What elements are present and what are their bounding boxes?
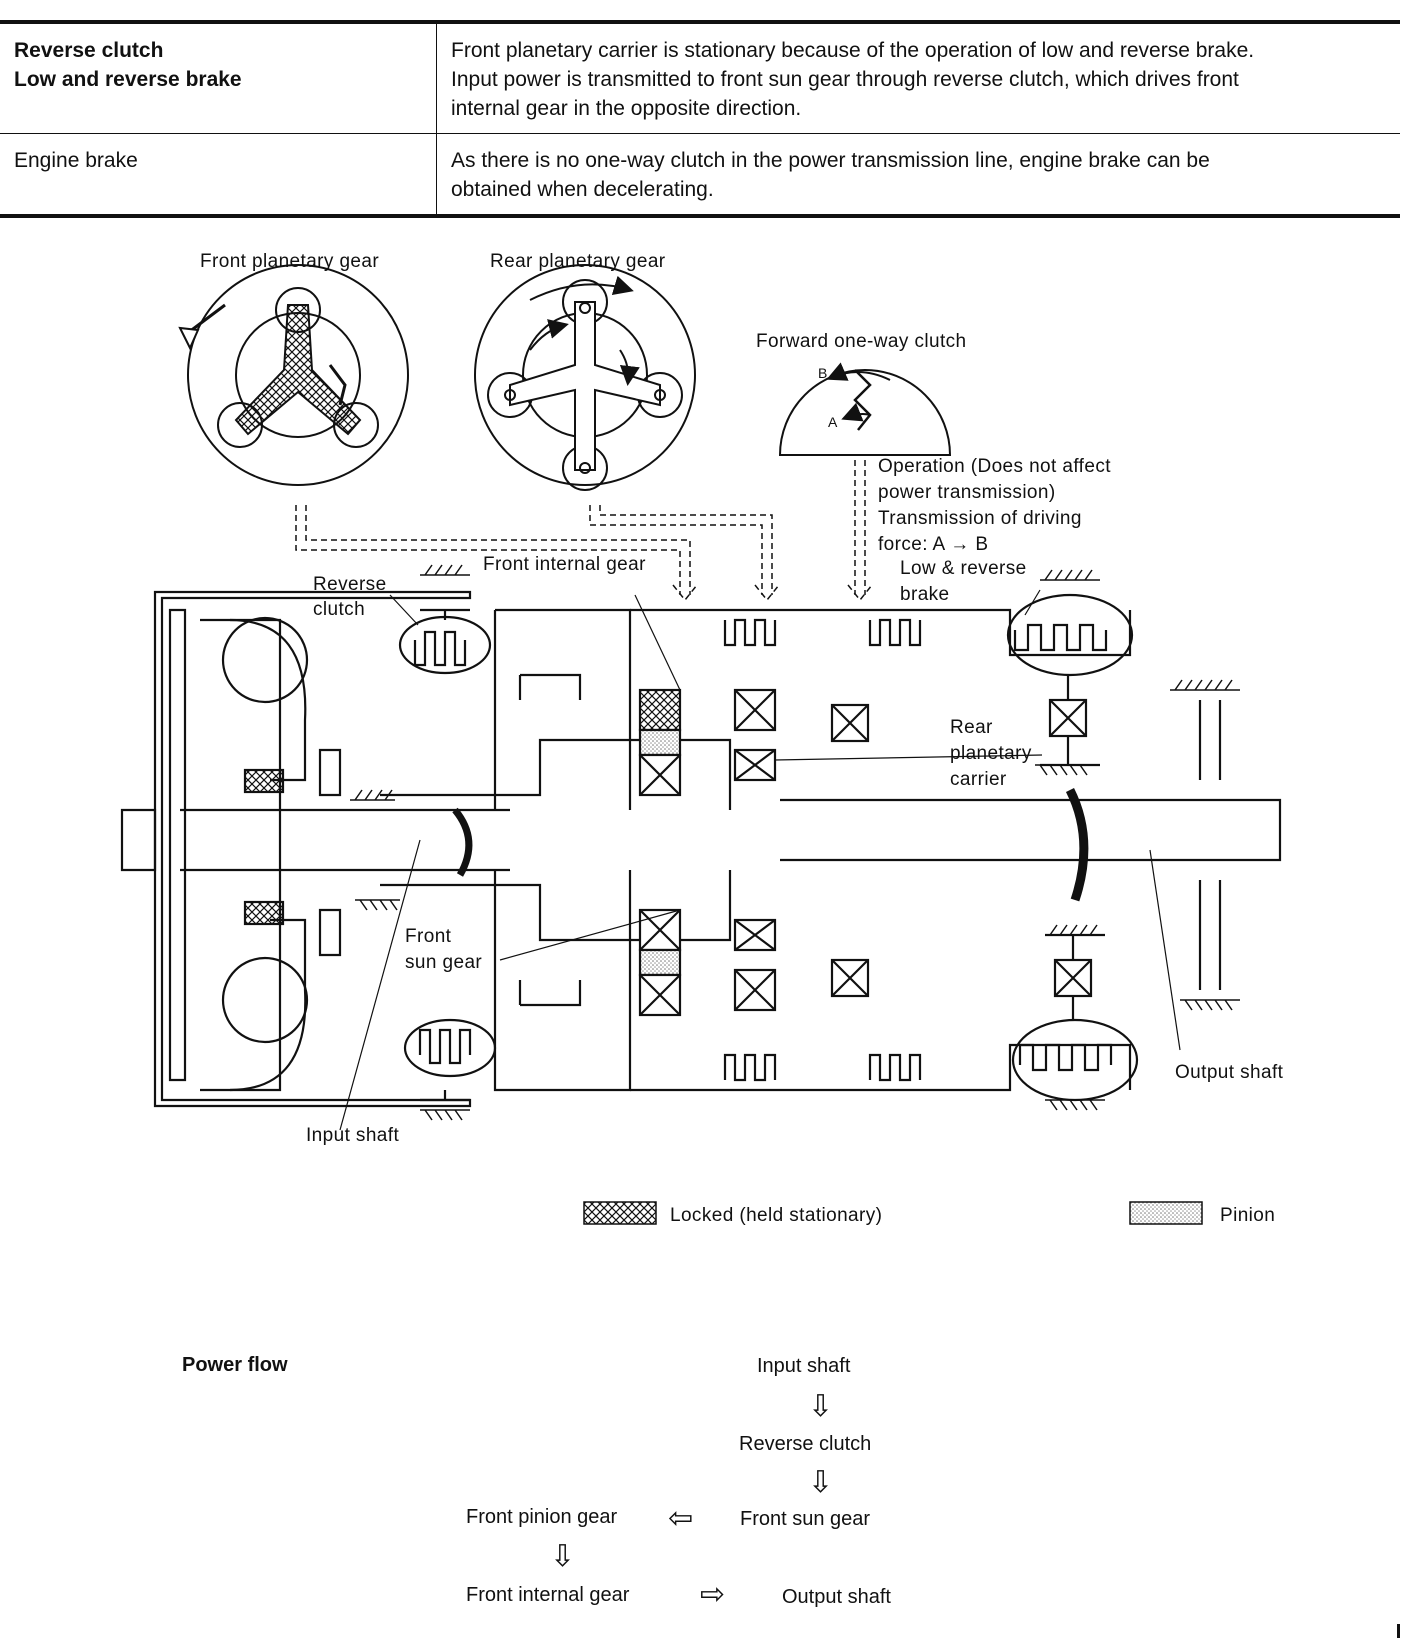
row1-left-line2: Low and reverse brake [14, 68, 242, 91]
operation-note-line3: Transmission of driving [878, 508, 1082, 529]
operation-note-line1: Operation (Does not affect [878, 456, 1111, 477]
row2-left-cell: Engine brake [0, 133, 437, 216]
operation-table: Reverse clutch Low and reverse brake Fro… [0, 20, 1400, 218]
transmission-diagram: Front planetary gear Rear planetary gear… [120, 251, 1284, 1226]
left-arrow-icon: ⇦ [668, 1501, 694, 1536]
operation-note-line2: power transmission) [878, 482, 1056, 503]
front-sun-gear-label-line2: sun gear [405, 952, 482, 973]
table-row: Reverse clutch Low and reverse brake Fro… [0, 22, 1400, 134]
rear-planetary-gear-illustration [474, 264, 696, 491]
clutch-point-a: A [828, 414, 838, 430]
locked-legend-label: Locked (held stationary) [670, 1205, 882, 1226]
flow-front-pinion-gear: Front pinion gear [466, 1506, 618, 1528]
input-shaft-label: Input shaft [306, 1125, 399, 1146]
front-planetary-gear-illustration [178, 264, 409, 486]
transmission-schematic [120, 564, 1282, 1131]
flow-front-internal-gear: Front internal gear [466, 1584, 630, 1606]
rear-planetary-carrier-label-line3: carrier [950, 769, 1007, 790]
pinion-legend-label: Pinion [1220, 1205, 1275, 1226]
locked-legend-swatch [583, 1201, 657, 1225]
row2-right-cell: As there is no one-way clutch in the pow… [436, 133, 1400, 216]
flow-output-shaft: Output shaft [782, 1586, 891, 1608]
row2-left-line1: Engine brake [14, 149, 138, 172]
clutch-point-b: B [818, 365, 828, 381]
right-arrow-icon: ⇨ [700, 1577, 726, 1612]
row1-left-cell: Reverse clutch Low and reverse brake [0, 22, 437, 134]
forward-one-way-clutch-label: Forward one-way clutch [756, 331, 967, 352]
down-arrow-icon: ⇩ [550, 1539, 576, 1574]
power-flow-title: Power flow [182, 1354, 288, 1376]
low-reverse-brake-label-line2: brake [900, 584, 950, 605]
row2-right-line1: As there is no one-way clutch in the pow… [451, 149, 1210, 172]
front-planetary-gear-label: Front planetary gear [200, 251, 379, 272]
table-row: Engine brake As there is no one-way clut… [0, 133, 1400, 216]
reverse-clutch-label-line2: clutch [313, 599, 365, 620]
dashed-leaders [295, 460, 873, 602]
flow-front-sun-gear: Front sun gear [740, 1508, 871, 1530]
pinion-legend-swatch [1129, 1201, 1203, 1225]
down-arrow-icon: ⇩ [808, 1465, 834, 1500]
front-sun-gear-label-line1: Front [405, 926, 452, 947]
page-edge-mark [1397, 1624, 1400, 1638]
rear-planetary-carrier-label-line1: Rear [950, 717, 993, 738]
info-table-wrapper: Reverse clutch Low and reverse brake Fro… [0, 20, 1400, 218]
operation-note-line4: force: A → B [878, 534, 988, 555]
row1-right-cell: Front planetary carrier is stationary be… [437, 22, 1401, 134]
reverse-clutch-label-line1: Reverse [313, 574, 387, 595]
row1-right-line1: Front planetary carrier is stationary be… [451, 39, 1255, 62]
row1-left-line1: Reverse clutch [14, 39, 164, 62]
output-shaft-label: Output shaft [1175, 1062, 1284, 1083]
row1-right-line3: internal gear in the opposite direction. [451, 97, 802, 120]
row2-right-line2: obtained when decelerating. [451, 178, 714, 201]
rear-planetary-carrier-label-line2: planetary [950, 743, 1032, 764]
low-reverse-brake-label-line1: Low & reverse [900, 558, 1027, 579]
flow-reverse-clutch: Reverse clutch [739, 1433, 872, 1455]
rear-planetary-gear-label: Rear planetary gear [490, 251, 666, 272]
flow-input-shaft: Input shaft [757, 1355, 851, 1377]
forward-one-way-clutch-illustration [778, 362, 952, 456]
row1-right-line2: Input power is transmitted to front sun … [451, 68, 1239, 91]
down-arrow-icon: ⇩ [808, 1389, 834, 1424]
front-internal-gear-label: Front internal gear [483, 554, 646, 575]
